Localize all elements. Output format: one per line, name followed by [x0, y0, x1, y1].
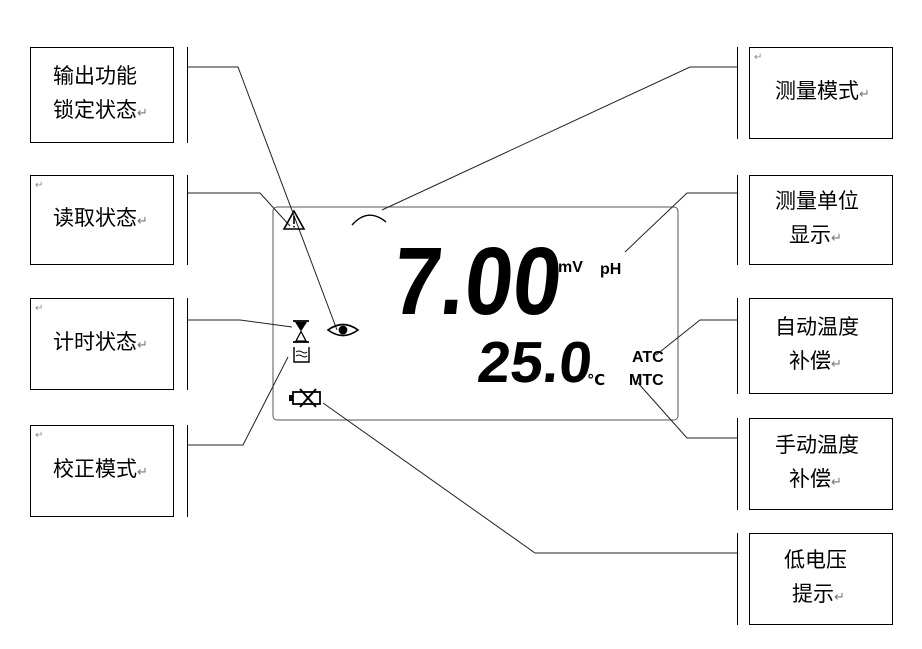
leader-mtc	[637, 382, 737, 439]
leader-output-lock	[187, 66, 338, 331]
warning-icon	[282, 209, 306, 230]
lcd-atc: ATC	[632, 349, 664, 366]
label-mtc-line2: 补偿	[789, 467, 831, 491]
lcd-mtc: MTC	[629, 372, 664, 389]
label-unit-display: 测量单位 显示↵	[737, 175, 893, 265]
label-low-voltage-line1: 低电压	[784, 548, 847, 572]
label-read-state-line1: 读取状态	[53, 206, 137, 230]
lcd-unit-ph: pH	[600, 261, 621, 278]
hourglass-icon	[293, 320, 309, 343]
lcd-unit-mv: mV	[558, 259, 583, 276]
lcd-main-value: 7.00	[388, 228, 567, 335]
label-calib-mode-line1: 校正模式	[53, 457, 137, 481]
leader-read-state	[187, 192, 291, 227]
battery-low-icon	[289, 388, 321, 408]
leader-calib-mode	[187, 356, 289, 446]
lcd-temp-unit: ℃	[587, 372, 605, 389]
leader-measure-mode	[381, 66, 737, 211]
leader-atc	[655, 319, 737, 356]
label-unit-display-line1: 测量单位	[775, 189, 859, 213]
label-low-voltage-line2: 提示	[792, 582, 834, 606]
eye-icon	[326, 323, 360, 337]
label-unit-display-line2: 显示	[789, 223, 831, 247]
label-atc: 自动温度 补偿↵	[737, 298, 893, 394]
label-output-lock-line2: 锁定状态	[53, 98, 137, 122]
label-timer-state: ↵ 计时状态↵	[30, 298, 188, 390]
leader-lines	[187, 66, 737, 554]
label-mtc-line1: 手动温度	[775, 433, 859, 457]
beaker-icon	[293, 347, 310, 363]
leader-unit-display	[624, 192, 737, 253]
label-read-state: ↵ 读取状态↵	[30, 175, 188, 265]
label-output-lock-line1: 输出功能	[53, 64, 137, 88]
lcd-panel	[272, 206, 679, 421]
label-measure-mode: ↵ 测量模式↵	[737, 47, 893, 139]
arc-icon	[351, 214, 387, 226]
label-low-voltage: 低电压 提示↵	[737, 533, 893, 625]
label-atc-line2: 补偿	[789, 349, 831, 373]
leader-timer-state	[187, 319, 293, 328]
return-mark: ↵	[137, 106, 148, 121]
label-atc-line1: 自动温度	[775, 315, 859, 339]
label-mtc: 手动温度 补偿↵	[737, 418, 893, 510]
label-calib-mode: ↵ 校正模式↵	[30, 425, 188, 517]
label-output-lock: 输出功能 锁定状态↵	[30, 47, 188, 143]
label-timer-state-line1: 计时状态	[53, 330, 137, 354]
lcd-temp-value: 25.0	[475, 330, 596, 395]
leader-low-voltage	[322, 402, 737, 554]
label-measure-mode-line1: 测量模式	[775, 79, 859, 103]
